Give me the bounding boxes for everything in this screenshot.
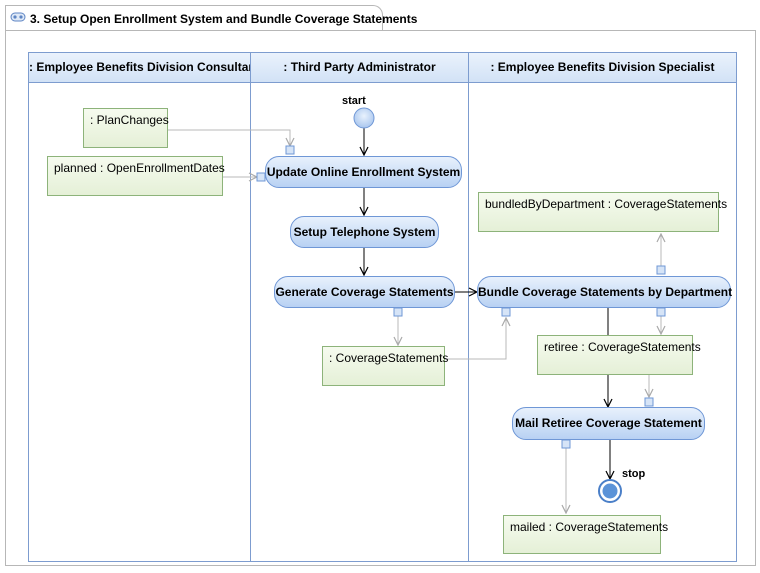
object-mailed[interactable]: mailed : CoverageStatements (503, 515, 668, 554)
diagram-tab[interactable] (5, 5, 383, 31)
diagram-title: 3. Setup Open Enrollment System and Bund… (30, 12, 418, 26)
action-bundle-coverage[interactable]: Bundle Coverage Statements by Department (477, 276, 732, 308)
lane-header: : Employee Benefits Division Specialist (469, 53, 736, 83)
lane-header: : Third Party Administrator (251, 53, 468, 83)
pin[interactable] (656, 265, 666, 275)
stop-node[interactable] (598, 479, 622, 503)
start-label: start (342, 95, 366, 107)
pin[interactable] (656, 307, 666, 317)
pin[interactable] (285, 145, 295, 155)
activity-diagram-icon (10, 12, 26, 22)
object-open-enrollment-dates[interactable]: planned : OpenEnrollmentDates (47, 156, 225, 196)
lane-header: : Employee Benefits Division Consultant (29, 53, 260, 83)
object-plan-changes[interactable]: : PlanChanges (83, 108, 169, 148)
pin[interactable] (501, 307, 511, 317)
object-bundled-by-department[interactable]: bundledByDepartment : CoverageStatements (478, 192, 727, 232)
stop-label: stop (622, 468, 646, 480)
object-coverage-statements[interactable]: : CoverageStatements (322, 346, 448, 386)
action-setup-telephone[interactable]: Setup Telephone System (290, 216, 439, 248)
flow-coverage-to-bundle (445, 318, 506, 360)
pin[interactable] (393, 307, 403, 317)
object-retiree[interactable]: retiree : CoverageStatements (537, 335, 701, 375)
pin[interactable] (256, 172, 266, 182)
action-generate-coverage[interactable]: Generate Coverage Statements (274, 276, 455, 308)
pin[interactable] (644, 397, 654, 407)
start-node[interactable] (353, 107, 375, 129)
action-update-online-enrollment[interactable]: Update Online Enrollment System (265, 156, 462, 188)
pin[interactable] (561, 439, 571, 449)
flow-planchanges-to-update (168, 129, 290, 146)
action-mail-retiree[interactable]: Mail Retiree Coverage Statement (512, 407, 705, 440)
